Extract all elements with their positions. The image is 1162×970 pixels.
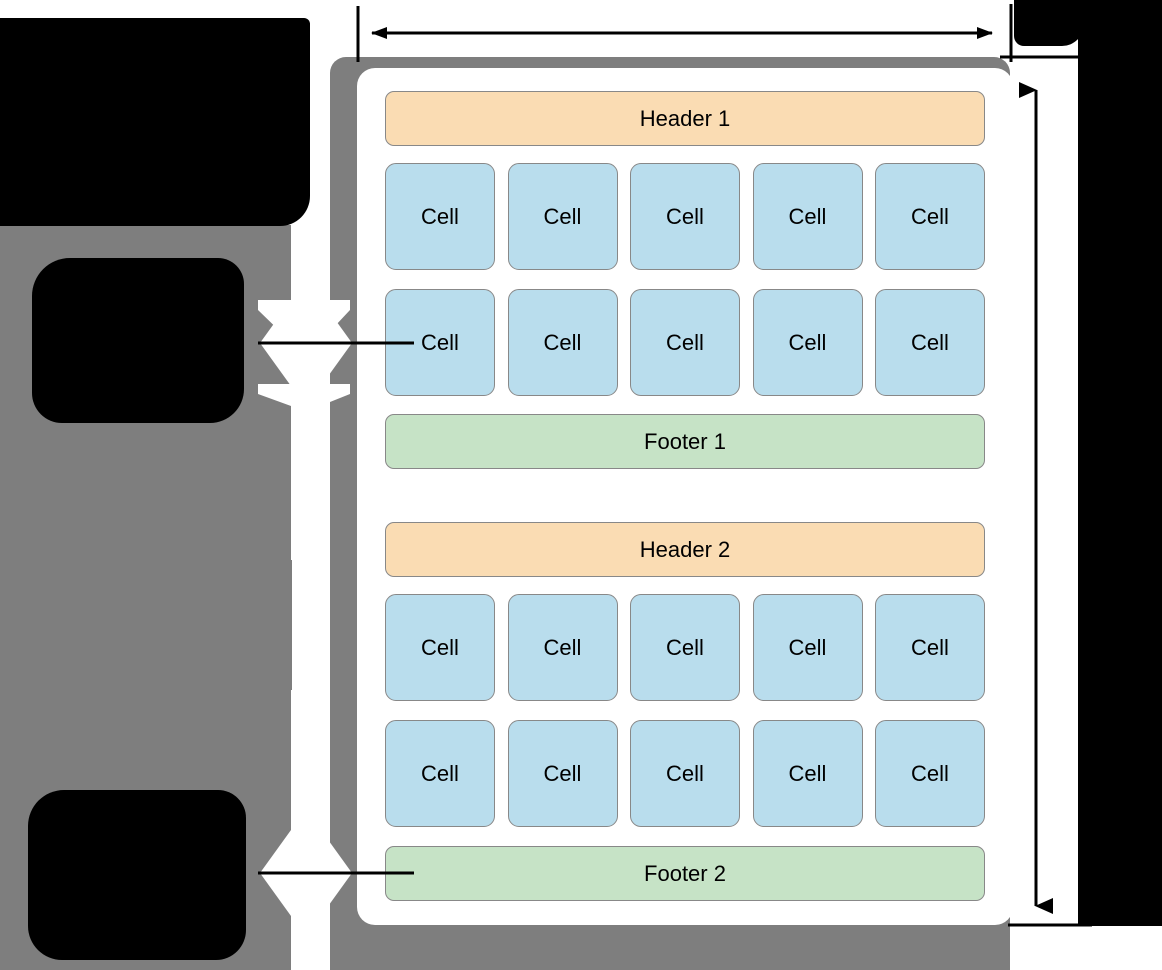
row-3-cell-1[interactable]: Cell — [385, 594, 495, 701]
section-2-header[interactable]: Header 2 — [385, 522, 985, 577]
row-3-cell-3[interactable]: Cell — [630, 594, 740, 701]
redaction-right-column — [1078, 0, 1162, 926]
row-3-cell-4[interactable]: Cell — [752, 594, 863, 701]
row-3-cell-2[interactable]: Cell — [507, 594, 618, 701]
row-4-cell-5[interactable]: Cell — [875, 720, 985, 827]
row-2-cell-4[interactable]: Cell — [752, 289, 863, 396]
section-1-header[interactable]: Header 1 — [385, 91, 985, 146]
row-4-cell-1[interactable]: Cell — [385, 720, 495, 827]
redaction-top-left — [0, 18, 310, 226]
section-2-footer[interactable]: Footer 2 — [385, 846, 985, 901]
row-4-cell-4[interactable]: Cell — [752, 720, 863, 827]
row-1-cell-1[interactable]: Cell — [385, 163, 495, 270]
redaction-bottom-left — [28, 790, 246, 960]
row-2-cell-5[interactable]: Cell — [875, 289, 985, 396]
row-1-cell-5[interactable]: Cell — [875, 163, 985, 270]
row-4-cell-2[interactable]: Cell — [507, 720, 618, 827]
section-1-footer[interactable]: Footer 1 — [385, 414, 985, 469]
row-3-cell-5[interactable]: Cell — [875, 594, 985, 701]
row-2-cell-2[interactable]: Cell — [507, 289, 618, 396]
row-4-cell-3[interactable]: Cell — [630, 720, 740, 827]
row-1-cell-3[interactable]: Cell — [630, 163, 740, 270]
row-2-cell-3[interactable]: Cell — [630, 289, 740, 396]
row-1-cell-4[interactable]: Cell — [752, 163, 863, 270]
redaction-middle-left — [32, 258, 244, 423]
row-1-cell-2[interactable]: Cell — [507, 163, 618, 270]
row-2-cell-1[interactable]: Cell — [385, 289, 495, 396]
redaction-right-notch — [1014, 0, 1084, 46]
width-dimension-annotation — [356, 4, 1078, 62]
